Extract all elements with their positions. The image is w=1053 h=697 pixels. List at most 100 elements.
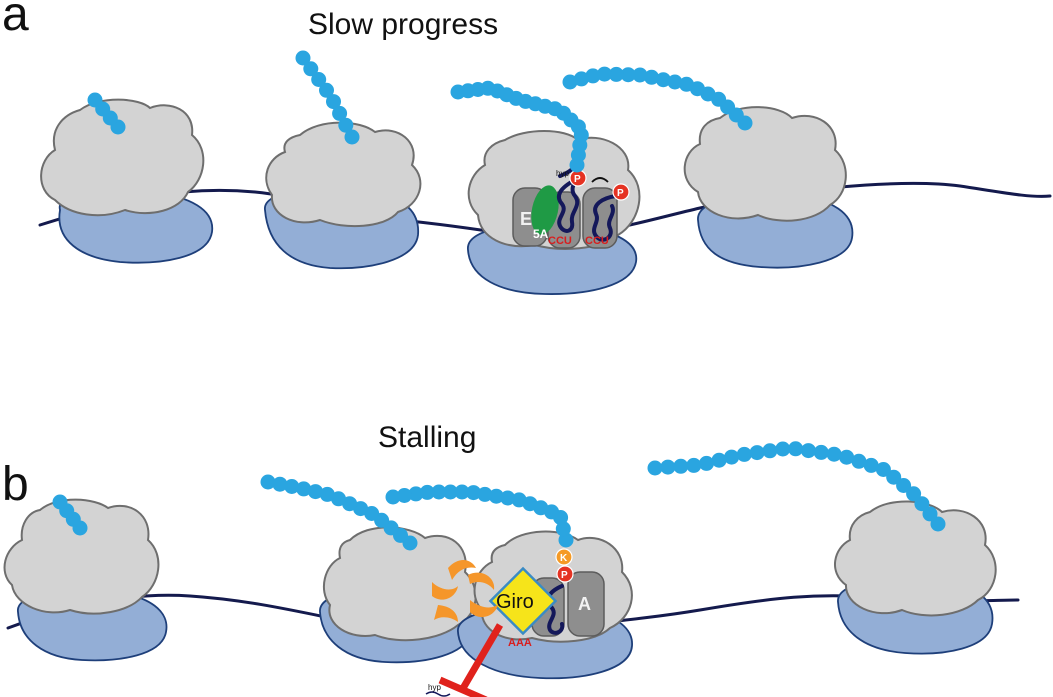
- amino-acid-bead: [655, 72, 671, 88]
- amino-acid-bead: [686, 457, 702, 473]
- amino-acid-bead: [644, 69, 660, 85]
- factor-crescent: [468, 572, 495, 590]
- large-subunit: [40, 98, 205, 217]
- amino-acid-bead: [87, 92, 103, 108]
- amino-acid-bead: [573, 71, 589, 87]
- ribosome-a4: [683, 106, 854, 269]
- amino-acid-bead: [632, 67, 648, 83]
- codon-a: CCU: [585, 235, 609, 247]
- amino-acid-bead: [863, 457, 879, 473]
- peptide-b2: [260, 474, 418, 551]
- amino-acid-bead: [851, 453, 867, 469]
- factor-crescent: [434, 605, 458, 622]
- amino-acid-bead: [477, 486, 493, 502]
- large-subunit: [322, 526, 477, 642]
- amino-acid-bead: [667, 74, 683, 90]
- ribosome-a2: [264, 121, 422, 270]
- amino-acid-bead: [930, 516, 946, 532]
- collision-factors: [432, 560, 498, 622]
- amino-acid-bead: [419, 484, 435, 500]
- amino-acid-bead: [608, 66, 624, 82]
- large-subunit: [683, 106, 847, 222]
- peptide-a2: [295, 50, 360, 145]
- hyp-label: hyp: [556, 169, 569, 178]
- amino-acid-bead: [906, 486, 922, 502]
- giro-drug: Giro: [488, 566, 558, 636]
- ribosome-b1: [3, 498, 168, 662]
- large-subunit: [833, 500, 997, 617]
- eif5a-label: 5A: [533, 227, 549, 241]
- amino-acid-bead: [385, 489, 401, 505]
- amino-acid-bead: [296, 481, 312, 497]
- amino-acid-bead: [813, 444, 829, 460]
- amino-acid-bead: [585, 68, 601, 84]
- amino-acid-bead: [724, 449, 740, 465]
- amino-acid-bead: [260, 474, 276, 490]
- amino-acid-bead: [396, 488, 412, 503]
- amino-acid-bead: [284, 479, 300, 494]
- amino-acid-bead: [319, 486, 335, 502]
- panel-b-title: Stalling: [378, 421, 476, 454]
- amino-acid-bead: [488, 488, 504, 504]
- amino-acid-bead: [558, 532, 574, 548]
- eif5a-factor: [531, 185, 559, 235]
- amino-acid-bead: [511, 492, 527, 508]
- amino-acid-bead: [597, 66, 612, 82]
- peptide-b4: [647, 441, 946, 532]
- inhibition-stem: [458, 623, 504, 692]
- amino-acid-bead: [679, 76, 694, 92]
- amino-acid-bead: [562, 74, 578, 90]
- a-site-label: A: [578, 594, 591, 614]
- e-site-label: E: [520, 209, 532, 229]
- amino-acid-bead: [319, 82, 334, 98]
- large-subunit: [3, 498, 160, 615]
- amino-acid-bead: [303, 61, 319, 77]
- factor-crescent: [448, 560, 476, 580]
- svg-text:P: P: [574, 174, 581, 185]
- amino-acid-bead: [647, 460, 663, 476]
- codon-e: AAA: [508, 637, 532, 649]
- factor-crescent: [470, 600, 498, 618]
- amino-acid-bead: [886, 469, 902, 485]
- amino-acid-bead: [466, 485, 481, 501]
- codon-p: CCU: [548, 235, 572, 247]
- amino-acid-bead: [555, 521, 571, 537]
- amino-acid-bead: [699, 455, 714, 471]
- peptide-a1: [87, 92, 126, 135]
- amino-acid-bead: [431, 484, 447, 500]
- amino-acid-bead: [408, 486, 424, 502]
- amino-acid-bead: [749, 445, 765, 461]
- amino-acid-bead: [896, 478, 912, 493]
- amino-acid-bead: [711, 452, 727, 468]
- amino-acid-bead: [762, 443, 778, 459]
- panel-a-title: Slow progress: [308, 8, 498, 41]
- svg-text:P: P: [617, 188, 624, 199]
- nascent-peptides: [52, 50, 946, 551]
- giro-label: Giro: [496, 591, 534, 613]
- svg-text:P: P: [561, 570, 568, 581]
- hyp-label-b: hyp: [428, 683, 441, 692]
- amino-acid-bead: [308, 484, 323, 500]
- peptide-a4: [562, 66, 753, 131]
- amino-acid-bead: [338, 117, 354, 133]
- amino-acid-bead: [52, 494, 68, 510]
- a-site: [582, 187, 618, 249]
- amino-acid-bead: [450, 84, 466, 100]
- p-site-trna: [556, 178, 580, 233]
- amino-acid-bead: [922, 506, 938, 522]
- amino-acid-bead: [736, 446, 752, 462]
- peptide-b1: [52, 494, 88, 536]
- panel-b-letter: b: [2, 458, 29, 511]
- translocation-arrow: [591, 177, 609, 183]
- amino-acid-bead: [344, 129, 360, 145]
- amino-acid-bead: [673, 458, 689, 474]
- amino-acid-bead: [826, 446, 842, 462]
- amino-acid-bead: [311, 72, 327, 87]
- ribosome-a1: [40, 98, 213, 264]
- svg-text:K: K: [560, 553, 568, 564]
- amino-acid-bead: [454, 484, 470, 500]
- phospho-residue: [556, 565, 574, 583]
- amino-acid-bead: [272, 476, 288, 492]
- panel-a-letter: a: [2, 0, 29, 41]
